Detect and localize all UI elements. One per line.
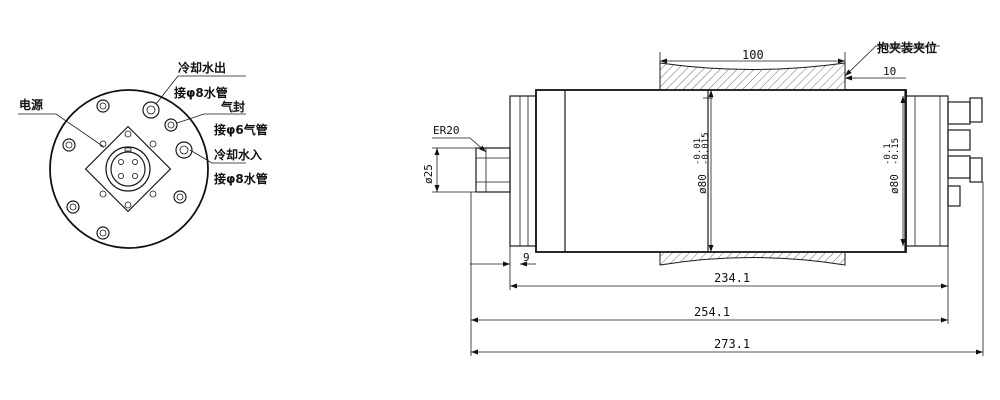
end-view: 电源 冷却水出 接φ8水管 气封 接φ6气管 冷却水入 接φ8水管 [18,60,268,249]
body-tol-upper: -0.01 [693,138,703,165]
coolant-in-label: 冷却水入 [214,147,262,162]
collet-shaft [475,147,511,193]
air-seal-port [164,118,178,132]
length-with-shaft-dim: 254.1 [694,305,730,319]
clamp-width-dim: 100 [742,48,764,62]
dimensions: 100 抱夹装夹位 10 ER20 ø25 ø80 -0.01 -0.015 ø… [422,40,984,356]
rear-tol-upper: -0.1 [883,143,893,165]
clamp-offset-dim: 10 [883,65,896,78]
flange-bolt-holes [62,99,187,240]
coolant-in-port [175,141,193,159]
rear-tol-lower: -0.15 [891,138,901,165]
nose-length-dim: 9 [523,251,530,264]
air-seal-pipe-label: 接φ6气管 [214,122,268,137]
power-label: 电源 [19,97,43,112]
spindle-body [535,89,907,253]
side-view [475,62,983,266]
body-diameter-label: ø80 [696,174,709,194]
power-connector [84,125,172,213]
front-nose [509,95,537,247]
clamp-section-bottom [659,251,846,266]
flange-outer-circle [49,89,209,249]
coolant-in-pipe-label: 接φ8水管 [214,171,268,186]
collet-label: ER20 [433,124,460,137]
coolant-out-label: 冷却水出 [178,60,226,75]
rear-cap [905,95,949,247]
air-seal-label: 气封 [220,99,245,114]
rear-fittings [947,97,983,207]
overall-length-dim: 273.1 [714,337,750,351]
shaft-diameter-label: ø25 [422,164,435,184]
coolant-out-pipe-label: 接φ8水管 [174,85,228,100]
rear-diameter-label: ø80 [888,174,901,194]
coolant-out-port [142,101,160,119]
body-tol-lower: -0.015 [701,132,711,165]
clamp-section-top [659,62,846,91]
body-length-dim: 234.1 [714,271,750,285]
clamp-position-label: 抱夹装夹位 [877,40,937,55]
